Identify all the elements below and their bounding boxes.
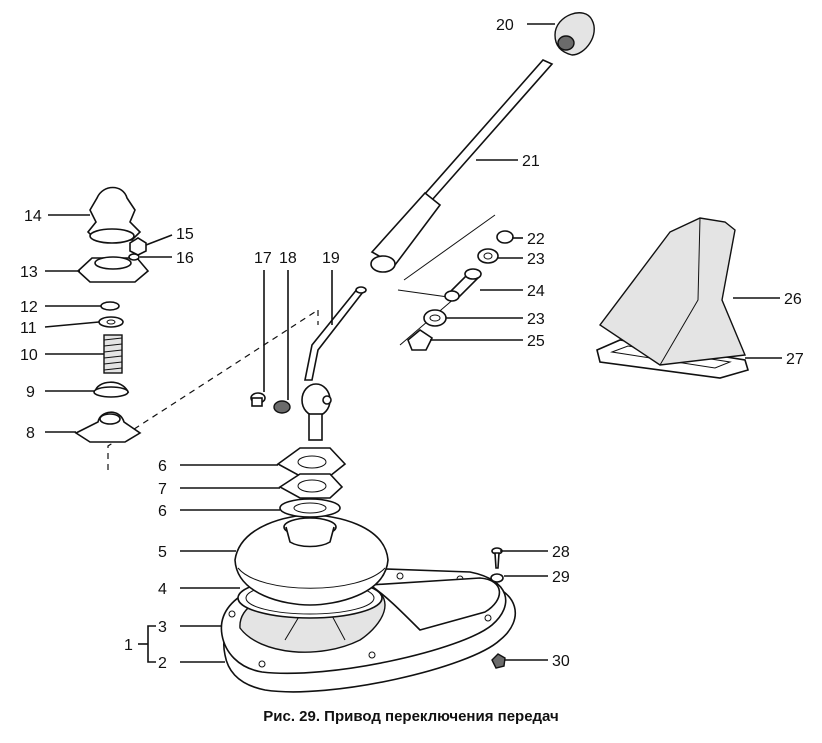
washer-11 xyxy=(98,316,124,328)
callout-8: 8 xyxy=(26,425,35,442)
callout-17: 17 xyxy=(254,250,272,267)
callout-12: 12 xyxy=(20,299,38,316)
callout-11: 11 xyxy=(20,320,37,337)
figure-caption: Рис. 29. Привод переключения передач xyxy=(263,708,559,725)
callout-22: 22 xyxy=(527,231,545,248)
callout-29: 29 xyxy=(552,569,570,586)
callout-15: 15 xyxy=(176,226,194,243)
knob-20 xyxy=(554,12,595,56)
callout-27: 27 xyxy=(786,351,804,368)
spring-18 xyxy=(273,400,291,414)
nut-30 xyxy=(491,653,506,669)
lower-lever-19 xyxy=(301,286,367,441)
callout-20: 20 xyxy=(496,17,514,34)
washer-16 xyxy=(128,253,140,261)
callout-30: 30 xyxy=(552,653,570,670)
washer-29 xyxy=(490,573,504,583)
callout-18: 18 xyxy=(279,250,297,267)
nut-15 xyxy=(129,237,147,256)
callout-2: 2 xyxy=(158,655,167,672)
cap-9 xyxy=(93,381,130,398)
boot-14 xyxy=(86,186,142,244)
callout-5: 5 xyxy=(158,544,167,561)
callout-9: 9 xyxy=(26,384,35,401)
callout-14: 14 xyxy=(24,208,42,225)
bushing-22 xyxy=(496,230,514,244)
pin-24 xyxy=(444,268,482,302)
callout-26: 26 xyxy=(784,291,802,308)
callout-21: 21 xyxy=(522,153,540,170)
spring-10 xyxy=(103,334,123,374)
housing-13 xyxy=(76,256,150,283)
plate-7 xyxy=(278,473,344,499)
leader-lines xyxy=(44,23,782,663)
callout-13: 13 xyxy=(20,264,38,281)
callout-24: 24 xyxy=(527,283,545,300)
housing-8 xyxy=(74,411,142,443)
callout-23-lower: 23 xyxy=(527,311,545,328)
callout-4: 4 xyxy=(158,581,167,598)
callout-6-upper: 6 xyxy=(158,458,167,475)
callout-1: 1 xyxy=(124,637,133,654)
shift-boot-26 xyxy=(598,217,747,366)
bushing-25 xyxy=(407,329,434,351)
ring-23-lower xyxy=(423,309,447,327)
upper-lever-21 xyxy=(370,59,554,273)
callout-7: 7 xyxy=(158,481,167,498)
assembly-dashed-line xyxy=(107,309,319,470)
plate-6-lower xyxy=(279,498,341,518)
callout-25: 25 xyxy=(527,333,545,350)
callout-23-upper: 23 xyxy=(527,251,545,268)
clip-12 xyxy=(100,301,120,311)
callout-19: 19 xyxy=(322,250,340,267)
callout-3: 3 xyxy=(158,619,167,636)
ring-23-upper xyxy=(477,248,499,264)
bushing-17 xyxy=(250,392,266,407)
callout-10: 10 xyxy=(20,347,38,364)
plate-6-upper xyxy=(276,447,347,477)
boot-5 xyxy=(234,514,389,606)
callout-6-lower: 6 xyxy=(158,503,167,520)
callout-28: 28 xyxy=(552,544,570,561)
callout-16: 16 xyxy=(176,250,194,267)
